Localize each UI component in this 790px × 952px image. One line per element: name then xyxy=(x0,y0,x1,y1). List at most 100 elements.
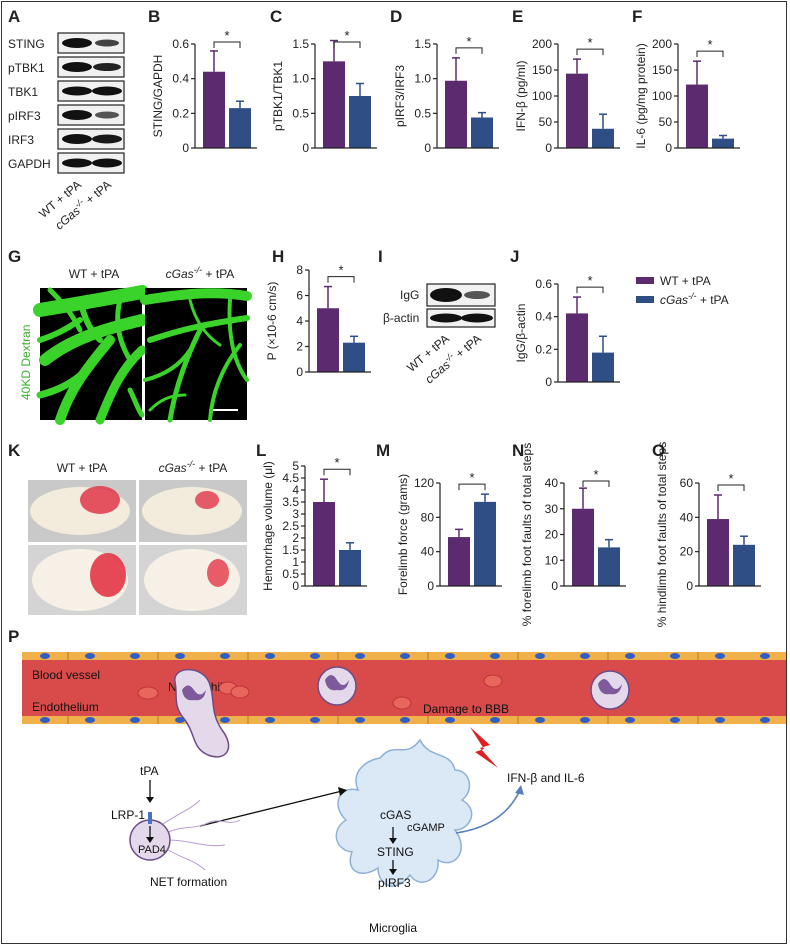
blot-a-lane-ko-post: + tPA xyxy=(80,178,114,209)
endothelial-nucleus xyxy=(400,653,410,659)
k-title-ko: cGas-/- + tPA xyxy=(159,459,228,475)
chart-e-tick-label: 200 xyxy=(532,37,552,51)
endothelial-nucleus xyxy=(400,717,410,723)
endothelial-nucleus xyxy=(445,717,455,723)
label-cgas: cGAS xyxy=(380,808,411,822)
endothelial-nucleus xyxy=(175,653,185,659)
panel-label-k: K xyxy=(8,441,21,460)
blot-i-label-igg: IgG xyxy=(400,288,419,302)
chart-l-tick-label: 3.5 xyxy=(282,495,299,509)
chart-c-tick-label: 1.0 xyxy=(292,72,309,86)
chart-o-tick-label: 40 xyxy=(680,510,694,524)
chart-d-tick-label: 1.5 xyxy=(414,37,431,51)
chart-d-bar-wt xyxy=(445,80,467,148)
chart-l-y-label: Hemorrhage volume (μl) xyxy=(261,461,275,591)
chart-f-sig-bracket xyxy=(696,50,724,58)
chart-b-tick-label: 0.2 xyxy=(172,106,189,120)
chart-c-bar-wt xyxy=(323,61,345,149)
chart-o-sig-bracket xyxy=(717,484,745,492)
endothelial-nucleus xyxy=(85,717,95,723)
endothelial-nucleus xyxy=(265,653,275,659)
chart-m-tick-label: 0 xyxy=(427,579,434,593)
chart-n-tick-label: 30 xyxy=(545,502,559,516)
chart-l-sig-bracket xyxy=(323,468,351,476)
label-damage: Damage to BBB xyxy=(423,702,509,716)
chart-l-tick-label: 0 xyxy=(292,579,299,593)
chart-b-tick-label: 0.6 xyxy=(172,37,189,51)
endothelial-nucleus xyxy=(265,717,275,723)
chart-c-y-label: pTBK1/TBK1 xyxy=(271,61,285,131)
g-title-wt: WT + tPA xyxy=(69,267,120,281)
endothelial-nucleus xyxy=(310,717,320,723)
chart-n-y-label: % forelimb foot faults of total steps xyxy=(520,443,534,626)
endothelial-nucleus xyxy=(40,717,50,723)
blot-label-sting: STING xyxy=(8,37,45,51)
chart-n-tick-label: 20 xyxy=(545,528,559,542)
chart-n-bar-wt xyxy=(572,508,594,586)
label-cytokines: IFN-β and IL-6 xyxy=(507,771,585,785)
chart-d-sig-bracket xyxy=(455,47,483,54)
endothelial-nucleus xyxy=(175,717,185,723)
endothelial-nucleus xyxy=(355,653,365,659)
chart-m-sig-star: * xyxy=(469,470,474,485)
chart-j-tick-label: 0 xyxy=(545,375,552,389)
chart-e-sig-star: * xyxy=(587,35,592,50)
endothelial-nucleus xyxy=(40,653,50,659)
chart-h-tick-label: 4 xyxy=(296,314,303,328)
panel-label-a: A xyxy=(8,7,20,26)
endothelial-nucleus xyxy=(625,717,635,723)
chart-b-y-label: STING/GAPDH xyxy=(151,55,165,138)
chart-l-tick-label: 2.5 xyxy=(282,519,299,533)
endothelial-nucleus xyxy=(130,717,140,723)
legend-label-wt: WT + tPA xyxy=(660,274,711,288)
blot-a-row-4: pIRF3 xyxy=(8,104,125,126)
microglia-cell xyxy=(335,738,473,887)
blot-a-row-5: IRF3 xyxy=(8,128,125,150)
panel-label-h: H xyxy=(272,247,284,266)
endothelial-nucleus xyxy=(625,653,635,659)
endothelial-nucleus xyxy=(580,717,590,723)
net-to-microglia-arrow xyxy=(199,790,343,827)
chart-o-y-label: % hindlimb foot faults of total steps xyxy=(655,442,669,627)
chart-f-tick-label: 150 xyxy=(652,63,672,77)
endothelial-nucleus xyxy=(760,653,770,659)
chart-m-sig-bracket xyxy=(458,483,486,491)
legend: WT + tPA cGas-/- + tPA xyxy=(636,274,729,307)
panel-label-l: L xyxy=(256,441,266,460)
blot-label-gapdh: GAPDH xyxy=(8,157,51,171)
chart-d-bar-ko xyxy=(471,117,493,148)
panel-label-g: G xyxy=(8,247,21,266)
chart-m-tick-label: 80 xyxy=(421,510,435,524)
panel-label-i: I xyxy=(378,247,383,266)
endothelial-nucleus xyxy=(220,653,230,659)
chart-o-bar-wt xyxy=(707,519,729,586)
chart-h-sig-star: * xyxy=(338,263,343,278)
blot-label-pirf3: pIRF3 xyxy=(8,109,41,123)
chart-c-sig-bracket xyxy=(333,41,361,48)
panel-label-d: D xyxy=(390,7,402,26)
net-fibers xyxy=(159,799,241,871)
blot-label-ptbk1: pTBK1 xyxy=(8,61,45,75)
chart-l-tick-label: 4.5 xyxy=(282,471,299,485)
chart-l-bar-wt xyxy=(313,502,335,586)
rbc xyxy=(483,674,503,688)
chart-b-tick-label: 0.4 xyxy=(172,72,189,86)
chart-n-bar-ko xyxy=(598,547,620,586)
endothelial-nucleus xyxy=(760,717,770,723)
chart-l-bar-ko xyxy=(339,550,361,586)
chart-l-tick-label: 1 xyxy=(292,555,299,569)
endothelial-nucleus xyxy=(580,653,590,659)
chart-m-tick-label: 40 xyxy=(421,545,435,559)
chart-d-tick-label: 0 xyxy=(424,141,431,155)
blot-label-tbk1: TBK1 xyxy=(8,85,38,99)
chart-o-tick-label: 20 xyxy=(680,545,694,559)
legend-swatch-ko xyxy=(636,296,654,303)
chart-d-tick-label: 0.5 xyxy=(414,106,431,120)
label-lrp1: LRP-1 xyxy=(111,808,145,822)
